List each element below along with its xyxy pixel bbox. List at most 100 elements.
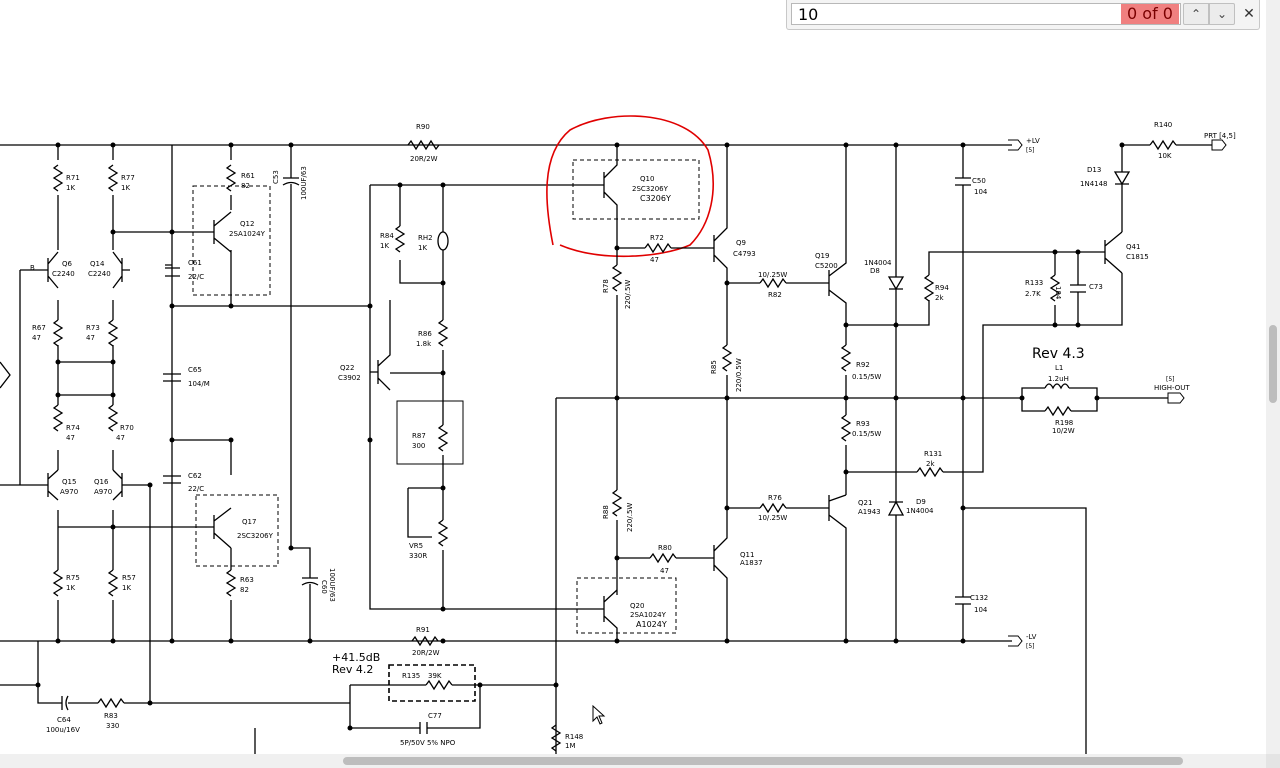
capacitor-c60 xyxy=(291,547,319,641)
q22-value: C3902 xyxy=(338,374,361,382)
q41-value: C1815 xyxy=(1126,253,1149,261)
resistor-r61 xyxy=(225,164,237,192)
find-close-button[interactable]: ✕ xyxy=(1239,4,1259,24)
r131-value: 2k xyxy=(926,460,935,468)
plus-lv-ref: [5] xyxy=(1026,147,1035,154)
r133-value: 2.7K xyxy=(1025,290,1041,298)
q9-value: C4793 xyxy=(733,250,756,258)
plus-lv-label: +LV xyxy=(1026,137,1040,145)
wire-c64-r83 xyxy=(0,485,350,754)
trimmer-vr5 xyxy=(407,487,449,609)
r72-label: R72 xyxy=(650,234,664,242)
find-input[interactable] xyxy=(791,3,1181,25)
q14-value: C2240 xyxy=(88,270,111,278)
close-icon: ✕ xyxy=(1243,6,1255,22)
q16-label: Q16 xyxy=(94,478,109,486)
c61-value: 22/C xyxy=(188,273,204,281)
c77-label: C77 xyxy=(428,712,442,720)
plus-lv-connector xyxy=(1008,139,1023,151)
d9-value: 1N4004 xyxy=(906,507,934,515)
transistor-q12 xyxy=(200,211,232,253)
wire-c62 xyxy=(172,439,232,475)
high-out-ref: [5] xyxy=(1166,376,1175,383)
l1-value: 1.2uH xyxy=(1048,375,1069,383)
r74-value: 47 xyxy=(66,434,75,442)
r198-value: 10/2W xyxy=(1052,427,1075,435)
q17-box xyxy=(195,494,279,567)
prt-connector xyxy=(1211,139,1227,151)
q20-alt: A1024Y xyxy=(636,620,667,629)
r61-label: R61 xyxy=(241,172,255,180)
q9-label: Q9 xyxy=(736,239,746,247)
find-match-count: 0 of 0 xyxy=(1121,4,1179,24)
q22-label: Q22 xyxy=(340,364,354,372)
r88-label: R88 xyxy=(602,505,610,519)
high-out-label: HIGH-OUT xyxy=(1154,384,1190,392)
c64-value: 100u/16V xyxy=(46,726,80,734)
c61-label: C61 xyxy=(188,259,202,267)
rh2-label: RH2 xyxy=(418,234,433,242)
rev-4-3-label: Rev 4.3 xyxy=(1032,346,1085,362)
resistor-r73 xyxy=(107,319,119,347)
c132-label: C132 xyxy=(970,594,988,602)
transistor-q10 xyxy=(600,145,618,248)
c62-value: 22/C xyxy=(188,485,204,493)
r83-label: R83 xyxy=(104,712,118,720)
q17-label: Q17 xyxy=(242,518,256,526)
q41-label: Q41 xyxy=(1126,243,1140,251)
c53-value: 100UF/63 xyxy=(300,166,308,200)
resistor-r75 xyxy=(52,569,64,597)
r67-value: 47 xyxy=(32,334,41,342)
resistor-r131 xyxy=(846,273,1123,478)
minus-lv-connector xyxy=(1008,635,1023,647)
q15-label: Q15 xyxy=(62,478,76,486)
r72-value: 47 xyxy=(650,256,659,264)
r77-value: 1K xyxy=(121,184,130,192)
diodes-d8-d9 xyxy=(887,145,905,641)
d9-label: D9 xyxy=(916,498,926,506)
c65-label: C65 xyxy=(188,366,202,374)
horizontal-scrollbar[interactable] xyxy=(0,754,1266,768)
q10-box xyxy=(572,159,700,220)
transistor-q20 xyxy=(556,589,618,641)
r90-label: R90 xyxy=(416,123,430,131)
resistor-r80 xyxy=(617,552,714,564)
horizontal-scroll-thumb[interactable] xyxy=(343,757,1183,765)
r87-value: 300 xyxy=(412,442,425,450)
find-previous-button[interactable]: ⌃ xyxy=(1183,3,1209,25)
minus-lv-ref: [5] xyxy=(1026,643,1035,650)
thermistor-rh2 xyxy=(437,231,449,251)
wire-vbe-outer xyxy=(369,184,600,610)
r198-label: R198 xyxy=(1055,419,1073,427)
vertical-scroll-thumb[interactable] xyxy=(1269,325,1277,403)
r61-value: 82 xyxy=(241,182,250,190)
inductor-l1-r198 xyxy=(1021,383,1168,417)
r78-label: R78 xyxy=(602,279,610,293)
r71-label: R71 xyxy=(66,174,80,182)
transistor-q41 xyxy=(1055,231,1123,274)
transistor-q15 xyxy=(0,469,59,501)
resistor-r71 xyxy=(52,164,64,192)
c73-value: 104 xyxy=(1054,286,1062,300)
resistor-r140 xyxy=(1122,139,1212,151)
resistor-r82 xyxy=(727,277,829,289)
transistor-q14 xyxy=(112,251,130,289)
vertical-scrollbar[interactable] xyxy=(1266,0,1280,754)
q11-label: Q11 xyxy=(740,551,754,559)
r86-label: R86 xyxy=(418,330,432,338)
vr5-value: 330R xyxy=(409,552,427,560)
q11-value: A1837 xyxy=(740,559,763,567)
q14-label: Q14 xyxy=(90,260,105,268)
r67-label: R67 xyxy=(32,324,46,332)
r75-value: 1K xyxy=(66,584,75,592)
find-next-button[interactable]: ⌄ xyxy=(1209,3,1235,25)
r82-label: R82 xyxy=(768,291,782,299)
r91-label: R91 xyxy=(416,626,430,634)
resistor-r70 xyxy=(107,404,119,432)
r80-label: R80 xyxy=(658,544,672,552)
r140-value: 10K xyxy=(1158,152,1172,160)
resistor-r90 xyxy=(407,139,440,151)
r93-value: 0.15/5W xyxy=(852,430,881,438)
c60-label: C60 xyxy=(320,580,328,594)
r57-label: R57 xyxy=(122,574,136,582)
